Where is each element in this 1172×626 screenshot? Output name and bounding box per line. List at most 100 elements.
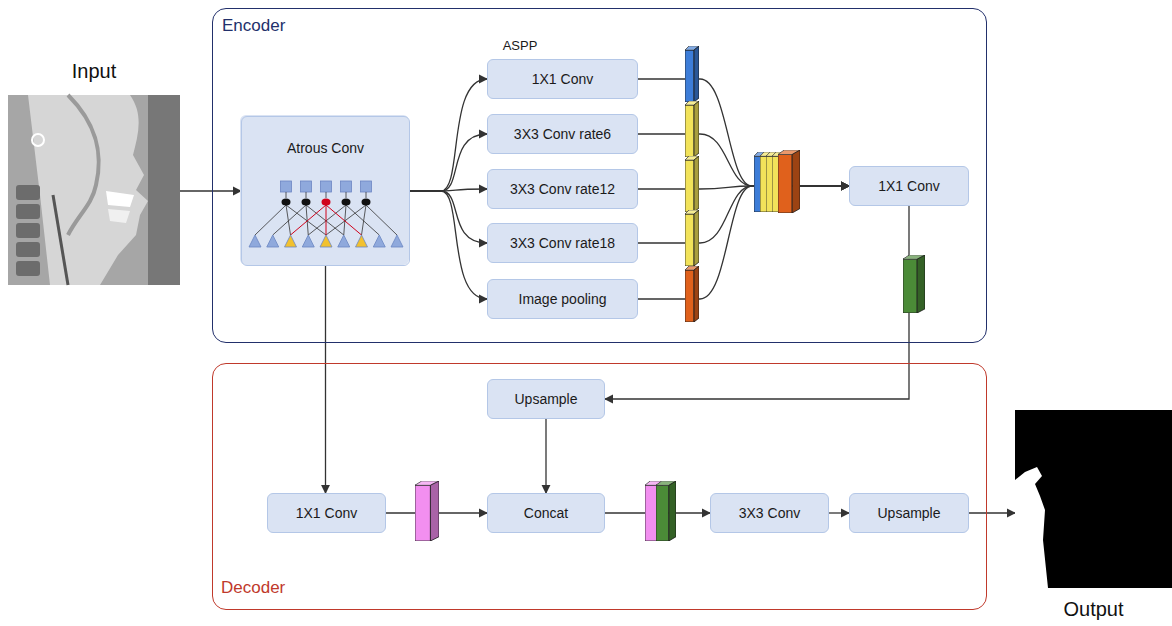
connector [545,419,546,493]
atrous-illustration [391,235,403,247]
xray-image [53,195,68,285]
process-box: 3X3 Conv rate18 [487,223,638,263]
atrous-illustration [326,192,327,198]
atrous-illustration [361,181,372,192]
process-box: Concat [487,493,605,533]
connector [638,186,849,243]
atrous-illustration [249,235,261,247]
xray-image [32,134,44,146]
connector [325,266,326,493]
atrous-illustration [302,235,314,247]
atrous-illustration [255,205,286,235]
atrous-illustration [326,205,362,235]
atrous-illustration [338,235,350,247]
connector [638,186,849,299]
xray-image [16,185,40,200]
atrous-illustration [286,205,326,235]
input-image: Input [8,58,180,286]
xray-image [16,242,40,257]
connector [829,512,849,513]
atrous-illustration [291,205,327,235]
connector [605,206,909,399]
feature-maps [685,266,699,322]
feature-maps [685,101,699,157]
feature-maps [415,46,925,541]
node-text: 3X3 Conv rate18 [510,235,615,251]
node-text: Concat [524,505,568,521]
atrous-illustration [281,181,372,192]
xray-image [106,191,134,207]
atrous-illustration [362,205,367,235]
mask-image [1015,410,1172,588]
process-box: 3X3 Conv rate12 [487,169,638,209]
atrous-illustration [240,115,409,265]
xray-image [16,223,40,238]
atrous-illustration [346,205,379,235]
xray-image [8,95,180,285]
atrous-illustration [326,205,366,235]
atrous-illustration [366,205,397,235]
decoder-region: Decoder Upsample 1X1 Conv Concat 3X3 Conv Ups… [212,363,987,610]
process-box: Atrous Conv [241,116,410,266]
xray-image [16,204,40,219]
node-text: Upsample [514,391,577,407]
process-box: 1X1 Conv [487,59,638,99]
encoder-region: EncoderAtrous Conv 1X1 Conv 3X3 Conv rate6… [212,8,987,343]
connector [638,79,849,186]
xray-image [28,95,148,285]
connectors [180,79,1015,513]
atrous-illustration [282,199,291,206]
node-text: Upsample [877,505,940,521]
node-text: Encoder [222,16,285,36]
node-text: 1X1 Conv [296,505,357,521]
feature-maps [903,255,925,313]
atrous-illustration [267,235,279,247]
atrous-illustration [373,235,385,247]
node-text: Image pooling [519,291,607,307]
process-box: Upsample [487,379,605,419]
connector [180,190,241,191]
atrous-illustration [281,181,292,192]
atrous-illustration [320,235,332,247]
node-text: 1X1 Conv [532,71,593,87]
node-text: 1X1 Conv [878,178,939,194]
mask-image [1015,410,1172,588]
connector [410,191,487,299]
connector [638,134,849,186]
atrous-illustration [306,205,344,235]
atrous-illustration [286,192,287,198]
feature-maps [685,156,699,212]
atrous-illustration [302,199,311,206]
atrous-illustration [366,192,367,198]
xray-image [68,95,99,235]
process-box: 3X3 Conv [710,493,829,533]
atrous-illustration [341,181,352,192]
feature-maps [685,210,699,266]
atrous-illustration [322,199,331,206]
atrous-illustration [346,192,347,198]
node-text: Decoder [221,578,285,598]
atrous-illustration [249,235,403,247]
process-box: 3X3 Conv rate6 [487,114,638,154]
process-box: Upsample [849,493,969,533]
atrous-illustration [356,235,368,247]
feature-maps [415,481,439,541]
process-box: 1X1 Conv [267,493,386,533]
node-text: Atrous Conv [287,140,364,156]
mask-image [1015,467,1048,588]
feature-maps [778,150,800,213]
atrous-illustration [286,192,366,198]
node-text: 3X3 Conv rate6 [514,126,611,142]
atrous-illustration [273,205,306,235]
node-text: Output [1015,598,1172,621]
atrous-illustration [306,192,307,198]
atrous-illustration [342,199,351,206]
atrous-illustration [285,235,297,247]
node-text: 3X3 Conv [739,505,800,521]
atrous-illustration [308,205,346,235]
atrous-illustration [321,181,332,192]
atrous-illustration [291,205,362,235]
feature-maps [656,481,676,541]
xray-image [8,95,180,285]
